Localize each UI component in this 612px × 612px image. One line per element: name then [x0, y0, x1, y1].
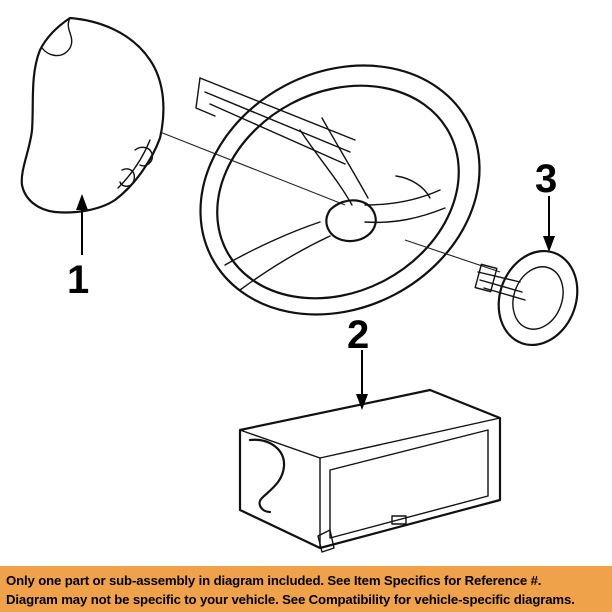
callout-label-1: 1: [67, 258, 89, 302]
disclaimer-banner: Only one part or sub-assembly in diagram…: [0, 566, 612, 612]
callout-arrow-2: [356, 350, 368, 410]
callout-arrow-3: [543, 196, 555, 252]
callout-label-2: 2: [347, 313, 369, 357]
disclaimer-line-2: Diagram may not be specific to your vehi…: [6, 592, 575, 607]
callout-label-3: 3: [535, 157, 557, 201]
airbag-cover-part: [20, 16, 165, 214]
clock-spring-part: [474, 249, 579, 347]
disclaimer-line-1: Only one part or sub-assembly in diagram…: [6, 573, 542, 588]
steering-wheel: [195, 64, 481, 316]
parts-diagram: 1 2 3: [20, 16, 579, 553]
leader-wheel-to-part3: [404, 239, 501, 273]
leader-cover-to-hub: [159, 131, 346, 206]
airbag-module-part: [238, 388, 502, 553]
callout-arrow-1: [76, 194, 88, 255]
